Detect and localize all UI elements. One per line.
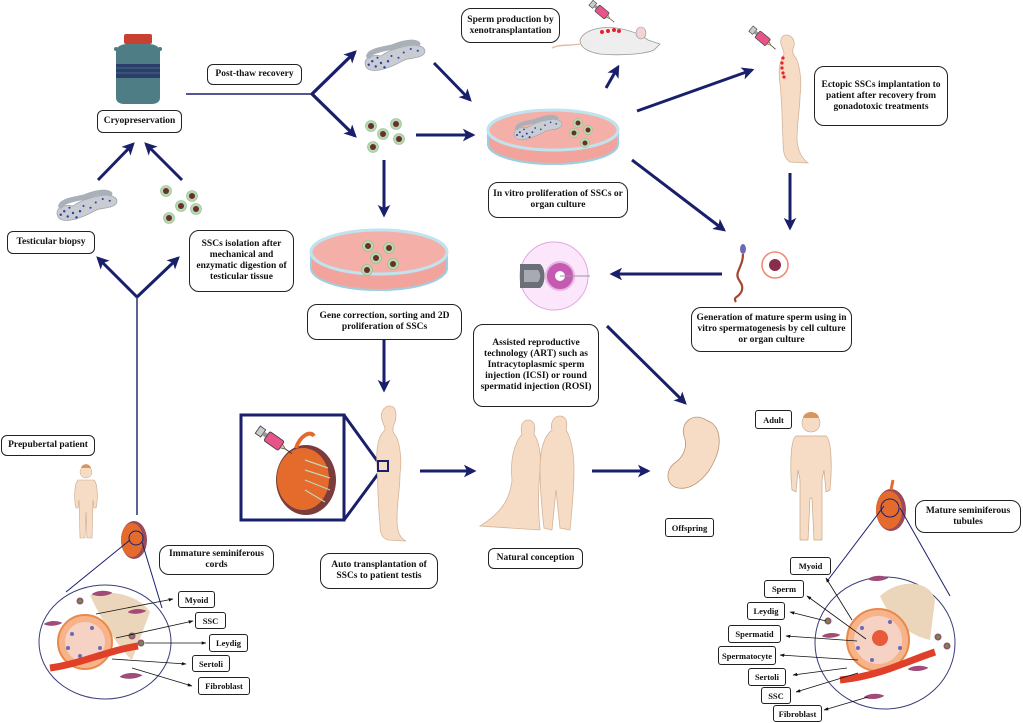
arrow-isolation-to-cryo	[144, 142, 184, 182]
liquid-nitrogen-canister-icon	[114, 34, 162, 104]
arrow-tissue-to-dish	[432, 61, 472, 102]
label-auto-transplantation: Auto transplantation of SSCs to patient …	[320, 553, 438, 589]
arrow-dish-to-ectopic	[636, 67, 755, 113]
label-ectopic-implantation: Ectopic SSCs implantation to patient aft…	[814, 66, 948, 126]
petri-dish-icon	[486, 108, 620, 165]
mature-tubule-cross-section	[814, 575, 956, 710]
couple-silhouette-icon	[478, 415, 575, 531]
recovery-fork	[309, 50, 357, 138]
zoom-line	[899, 507, 951, 597]
cell-label-leydig: Leydig	[209, 634, 248, 652]
petri-dish-icon	[309, 228, 449, 291]
cell-label-spermatocyte: Spermatocyte	[718, 646, 776, 665]
syringe-icon	[747, 24, 779, 53]
zoom-line	[141, 541, 163, 609]
label-post-thaw-recovery: Post-thaw recovery	[207, 64, 302, 85]
arrow-dish-to-mouse	[604, 64, 620, 89]
cell-label-spermatid: Spermatid	[728, 625, 781, 643]
zoom-line	[827, 505, 885, 581]
cell-label-leydig: Leydig	[747, 602, 785, 620]
cell-label-sertoli: Sertoli	[748, 668, 786, 686]
arrow-art-to-offspring	[605, 324, 687, 405]
label-in-vitro-proliferation: In vitro proliferation of SSCs or organ …	[488, 182, 628, 218]
arrow-patient-to-biopsy	[96, 256, 139, 299]
cell-label-ssc: SSC	[761, 687, 791, 704]
cell-label-ssc: SSC	[195, 612, 226, 629]
arrow-fork-tissue	[310, 50, 357, 96]
fetus-icon	[667, 416, 720, 489]
human-figure-icon	[790, 412, 832, 541]
arrow-patient-to-isolation	[135, 256, 180, 299]
seminiferous-tubule-tissue-icon	[57, 192, 117, 220]
flow-arrows	[96, 50, 797, 515]
label-natural-conception: Natural conception	[488, 548, 583, 569]
mouse-xenograft-icon	[551, 0, 661, 56]
cell-label-fibroblast: Fibroblast	[773, 705, 822, 722]
label-prepubertal-patient: Prepubertal patient	[1, 435, 95, 456]
zoom-line	[65, 539, 131, 593]
human-figure-icon	[74, 464, 98, 539]
human-figure-icon	[376, 405, 407, 542]
label-gene-correction: Gene correction, sorting and 2D prolifer…	[307, 304, 462, 340]
cell-label-fibroblast: Fibroblast	[198, 677, 250, 695]
label-cryopreservation: Cryopreservation	[97, 110, 182, 133]
arrow-biopsy-to-cryo	[96, 142, 135, 182]
ssc-cell-cluster-icon	[160, 185, 202, 224]
immature-cord-cross-section	[38, 584, 172, 700]
seminiferous-tubule-tissue-icon	[365, 42, 425, 70]
icsi-oocyte-icon	[519, 241, 590, 311]
cell-label-sperm: Sperm	[764, 580, 804, 598]
syringe-icon	[587, 0, 618, 26]
arrow-fork-cells	[310, 92, 357, 138]
immature-label-pointers	[95, 598, 207, 687]
human-figure-icon	[747, 24, 810, 164]
label-ssc-isolation: SSCs isolation after mechanical and enzy…	[189, 230, 294, 292]
label-mature-sperm-generation: Generation of mature sperm using in vitr…	[691, 307, 852, 352]
label-xenotransplantation: Sperm production by xenotransplantation	[461, 8, 560, 43]
mature-label-pointers	[779, 577, 869, 711]
arrow-dish-to-sperm	[631, 158, 727, 232]
cell-label-myoid: Myoid	[178, 591, 215, 608]
testis-icon	[876, 479, 906, 531]
ssc-cell-cluster-icon	[365, 118, 405, 153]
label-immature-cords: Immature seminiferous cords	[159, 545, 274, 575]
testis-injection-inset	[239, 413, 380, 522]
cell-label-sertoli: Sertoli	[192, 655, 230, 672]
sperm-cell-icon	[733, 244, 746, 303]
label-testicular-biopsy: Testicular biopsy	[7, 231, 95, 254]
label-adult: Adult	[755, 410, 792, 429]
testis-icon	[121, 521, 147, 559]
label-offspring: Offspring	[665, 518, 714, 537]
oocyte-icon	[761, 251, 789, 279]
label-mature-tubules: Mature seminiferous tubules	[915, 500, 1021, 533]
label-art-icsi-rosi: Assisted reproductive technology (ART) s…	[473, 324, 599, 407]
cell-label-myoid: Myoid	[790, 557, 831, 575]
